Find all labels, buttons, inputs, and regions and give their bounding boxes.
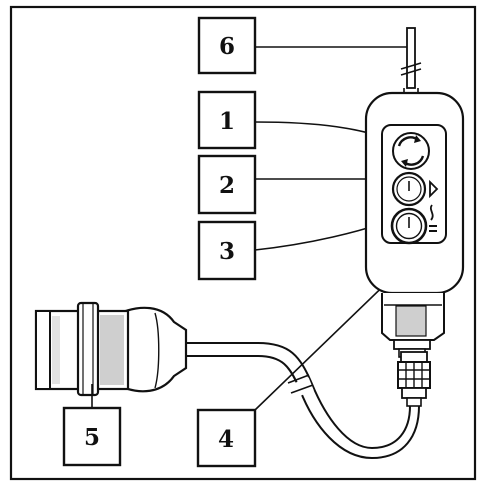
top-cable	[400, 27, 422, 95]
callout-number: 2	[219, 172, 235, 199]
callout-5: 5	[62, 406, 122, 467]
button-2-up	[391, 171, 439, 207]
callout-1: 1	[197, 90, 257, 150]
callout-number: 5	[84, 424, 100, 451]
callout-4: 4	[196, 408, 257, 468]
diagram-frame	[9, 5, 477, 481]
cable-break-marks	[287, 374, 314, 399]
up-arrow-icon	[429, 179, 439, 199]
callout-number: 6	[219, 33, 235, 60]
industrial-plug	[34, 301, 188, 397]
connecting-cable	[185, 342, 420, 460]
callout-number: 1	[219, 108, 235, 135]
callout-6: 6	[197, 16, 257, 75]
button-1-rotate	[392, 132, 430, 170]
pendant-strain-relief	[381, 293, 445, 358]
callout-number: 4	[218, 426, 234, 453]
rotate-arrow-icon	[414, 135, 421, 143]
leader-line-4	[254, 269, 401, 411]
round-connector	[397, 351, 431, 407]
callout-number: 3	[219, 238, 235, 265]
callout-2: 2	[197, 154, 257, 215]
callout-3: 3	[197, 220, 257, 281]
down-arrow-icon	[429, 204, 434, 221]
button-3-down	[390, 204, 437, 245]
